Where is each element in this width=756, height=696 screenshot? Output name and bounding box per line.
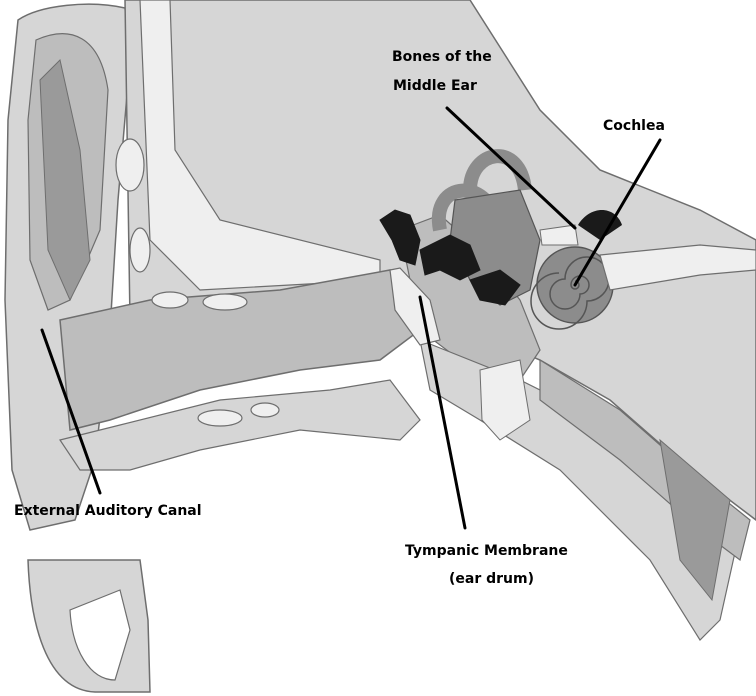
label-bones-line1: Bones of the xyxy=(392,49,492,65)
label-cochlea: Cochlea xyxy=(603,118,665,134)
label-tympanic-line1: Tympanic Membrane xyxy=(405,543,568,559)
label-tympanic-line2: (ear drum) xyxy=(449,571,534,587)
label-bones-line2: Middle Ear xyxy=(393,78,477,94)
label-external-canal: External Auditory Canal xyxy=(14,503,202,519)
